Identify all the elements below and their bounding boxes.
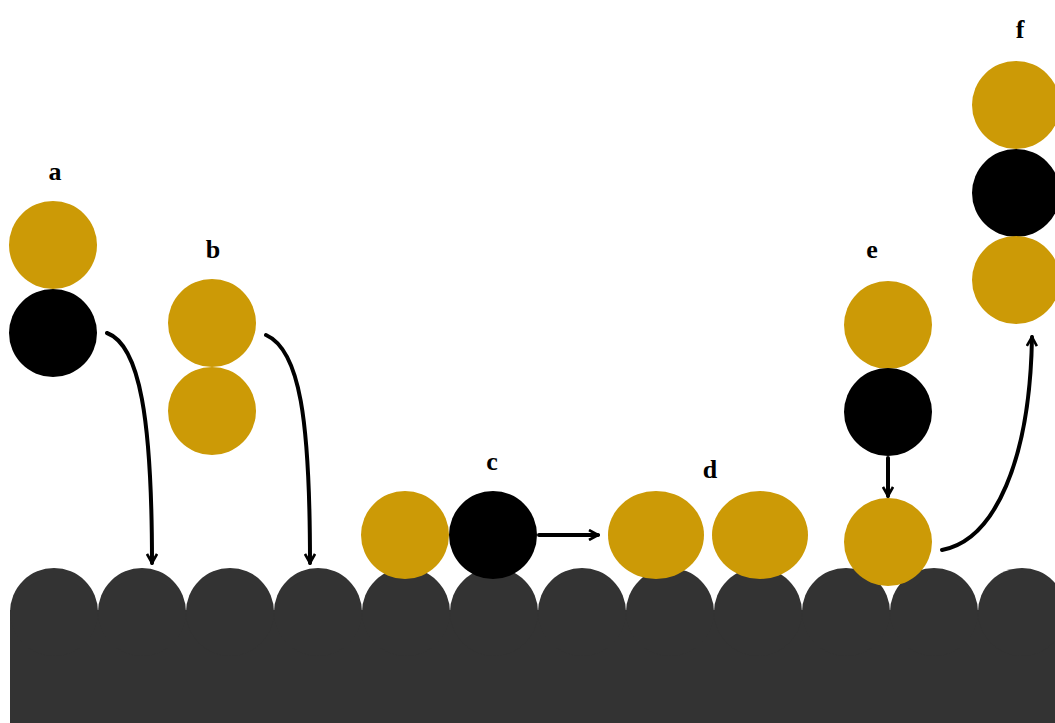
surface-atom <box>626 568 714 656</box>
gold-atom <box>844 498 932 586</box>
molecule-e <box>844 281 932 586</box>
surface-atom <box>538 568 626 656</box>
gold-atom <box>972 236 1055 324</box>
impact-arrow <box>886 458 890 496</box>
adsorbed-d <box>608 491 808 579</box>
panel-letter: b <box>206 237 220 263</box>
gold-atom <box>361 491 449 579</box>
gold-atom <box>168 279 256 367</box>
panel-letter: c <box>486 449 498 475</box>
reaction-arrow <box>539 533 598 537</box>
arrows <box>107 333 1032 563</box>
black-atom <box>972 149 1055 237</box>
gold-atom <box>844 281 932 369</box>
gold-atom <box>168 367 256 455</box>
adsorbed-c <box>361 491 537 579</box>
panel-letter: e <box>866 237 878 263</box>
surface-atom <box>978 568 1055 656</box>
adsorption-arrow <box>107 333 152 563</box>
surface-atom <box>98 568 186 656</box>
gold-atom <box>608 491 704 579</box>
gold-atom <box>712 491 808 579</box>
panel-letter: d <box>703 457 717 483</box>
panel-letter: a <box>49 159 62 185</box>
black-atom <box>844 368 932 456</box>
surface-atom <box>450 568 538 656</box>
desorption-arrow <box>942 337 1032 550</box>
black-atom <box>449 491 537 579</box>
molecule-f <box>972 61 1055 324</box>
molecule-a <box>9 201 97 377</box>
gold-atom <box>9 201 97 289</box>
black-atom <box>9 289 97 377</box>
adsorption-arrow <box>266 335 310 563</box>
gold-atom <box>972 61 1055 149</box>
surface-atom <box>714 568 802 656</box>
panel-letter: f <box>1016 17 1025 43</box>
surface-atom <box>362 568 450 656</box>
surface <box>10 568 1055 723</box>
surface-atom <box>274 568 362 656</box>
molecule-b <box>168 279 256 455</box>
surface-atom <box>10 568 98 656</box>
surface-atom <box>186 568 274 656</box>
